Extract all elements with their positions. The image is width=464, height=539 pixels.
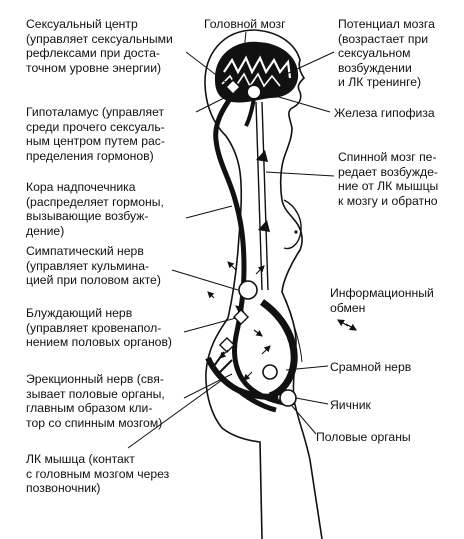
adrenal-node bbox=[238, 280, 258, 300]
label-hypothalamus: Гипоталамус (управляет среди прочего сек… bbox=[26, 105, 165, 163]
ovary-marker bbox=[262, 364, 278, 380]
label-spinal-cord: Спинной мозг пе- редает возбужде- ние от… bbox=[338, 150, 439, 208]
pituitary-gland bbox=[246, 84, 262, 100]
sympathetic-node bbox=[232, 308, 250, 326]
label-pc-muscle: ЛК мышца (контакт с головным мозгом чере… bbox=[26, 452, 170, 496]
label-ovary: Яичник bbox=[330, 398, 371, 412]
body-silhouette bbox=[204, 29, 323, 539]
hormone-pathway bbox=[213, 94, 291, 407]
label-pituitary: Железа гипофиза bbox=[334, 106, 435, 120]
pudendal-nerve-shape bbox=[259, 299, 298, 400]
label-brain: Головной мозг bbox=[204, 17, 286, 31]
label-information-exchange: Информационный обмен bbox=[330, 286, 434, 315]
sexual-center-marker bbox=[224, 78, 242, 96]
breast-outline bbox=[283, 199, 302, 250]
label-genitals: Половые органы bbox=[316, 430, 411, 444]
label-erection-nerve: Эрекционный нерв (свя- зывает половые ор… bbox=[26, 372, 165, 430]
genitals-marker bbox=[279, 389, 297, 407]
information-exchange-icon bbox=[336, 319, 358, 331]
spinal-cord bbox=[255, 101, 263, 291]
label-vagus-nerve: Блуждающий нерв (управляет кровенапол- н… bbox=[26, 306, 172, 350]
label-sexual-center: Сексуальный центр (управляет сексуальным… bbox=[26, 17, 173, 75]
label-brain-potential: Потенциал мозга (возрастает при сексуаль… bbox=[338, 17, 435, 90]
label-pudendal-nerve: Срамной нерв bbox=[330, 360, 412, 374]
label-sympathetic-nerve: Симпатический нерв (управляет кульмина- … bbox=[26, 244, 161, 288]
leader-lines bbox=[127, 31, 335, 449]
label-adrenal-cortex: Кора надпочечника (распределяет гормоны,… bbox=[26, 180, 164, 238]
